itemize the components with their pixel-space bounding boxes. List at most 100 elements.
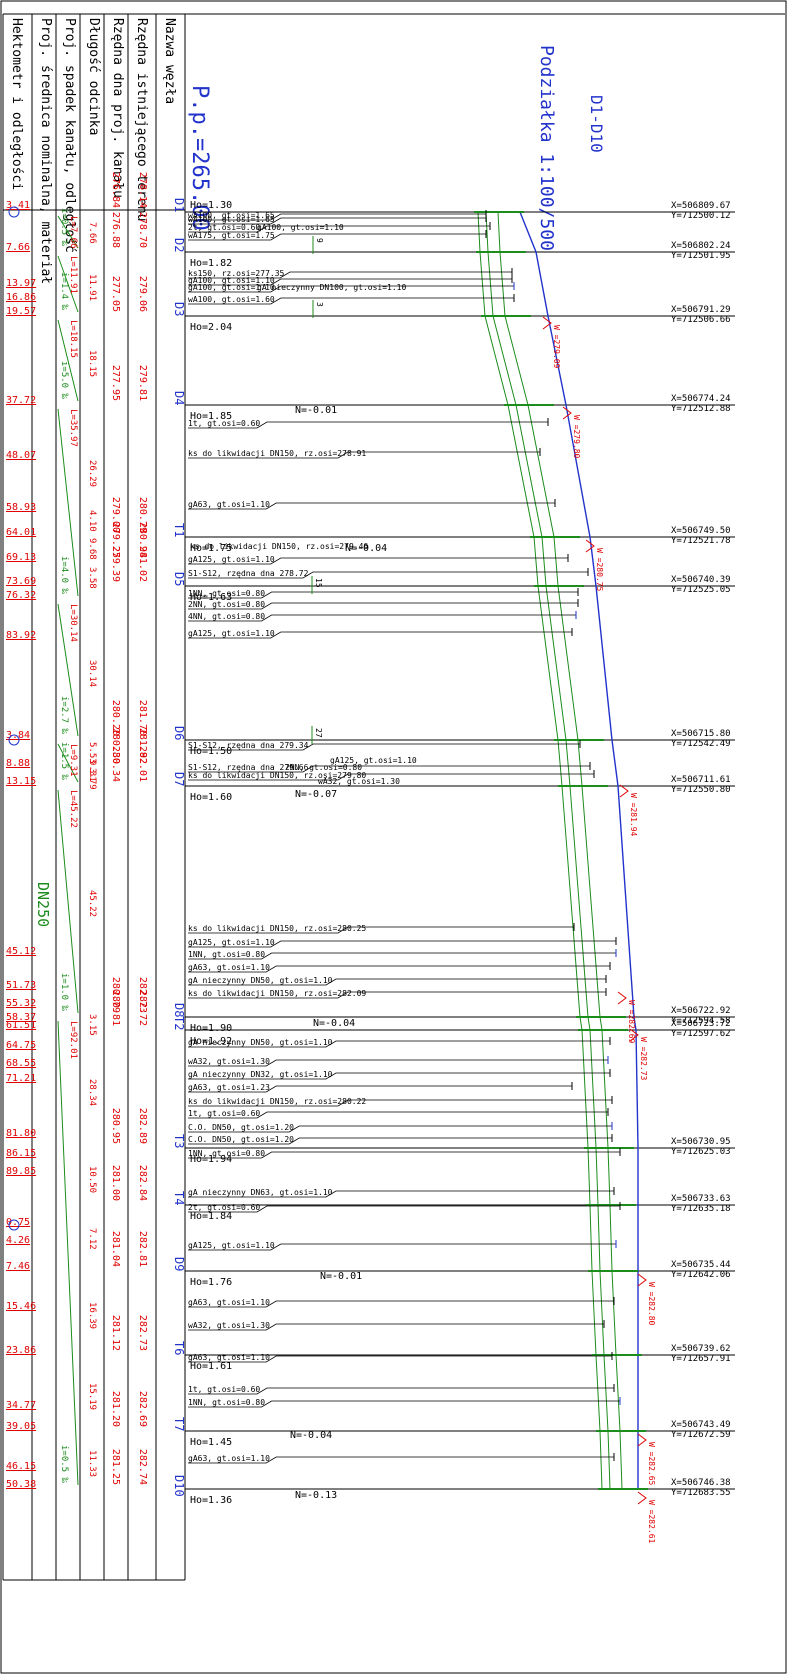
crossing-label: ks do likwidacji DN150, rz.osi=280.25	[188, 924, 366, 933]
crossing-label: 2NN, gt.osi=0.80	[188, 600, 265, 609]
coord-x: X=506730.95	[671, 1137, 731, 1147]
hektometer-value: 34.77	[6, 1400, 36, 1411]
hektometer-value: 86.15	[6, 1148, 36, 1159]
crossing-line	[188, 1137, 612, 1145]
slope-value: i=0.5 ‰	[59, 208, 69, 247]
segment-length: 10.50	[87, 1166, 97, 1193]
hektometer-value: 64.01	[6, 527, 36, 538]
coord-y: Y=712642.06	[671, 1270, 731, 1280]
segment-length: 11.91	[87, 274, 97, 301]
crossing-label: gA125, gt.osi=1.10	[330, 756, 417, 765]
segment-length: 30.14	[87, 660, 97, 687]
node-name: T7	[172, 1417, 186, 1431]
ho-label: Ho=1.61	[190, 1361, 232, 1372]
segment-length: 16.39	[87, 1302, 97, 1329]
n-mark: N=-0.13	[295, 1490, 337, 1501]
crossing-label: wA32, gt.osi=1.30	[318, 777, 400, 786]
ho-label: Ho=1.45	[190, 1437, 232, 1448]
segment-length: 3.15	[87, 1014, 97, 1036]
crossing-line	[188, 571, 588, 579]
segment-length: 7.12	[87, 1228, 97, 1250]
hektometer-value: 45.12	[6, 946, 36, 957]
dno-value: 277.05	[110, 276, 121, 312]
segment-length: 9.31	[87, 760, 97, 782]
hektometer-value: 68.55	[6, 1058, 36, 1069]
w-mark: W =282.65	[647, 1442, 656, 1486]
crossing-line	[188, 1099, 612, 1107]
coord-x: X=506739.62	[671, 1344, 731, 1354]
dno-value: 280.20	[110, 700, 121, 736]
crossing-line	[188, 614, 576, 622]
coord-y: Y=712542.49	[671, 739, 731, 749]
crossing-label: ks do likwidacji DN150, rz.osi=279.46	[190, 542, 368, 551]
dno-value: 281.00	[110, 1165, 121, 1201]
hektometer-value: 3.41	[6, 200, 30, 211]
crossing-line	[188, 451, 540, 459]
hektometer-value: 13.97	[6, 278, 36, 289]
node-name: D4	[172, 391, 186, 405]
dno-value: 276.88	[110, 212, 121, 248]
coord-y: Y=712506.66	[671, 315, 731, 325]
teren-value: 282.84	[137, 1165, 148, 1201]
hektometer-value: 51.73	[6, 980, 36, 991]
crossing-label: wA32, gt.osi=1.30	[188, 1057, 270, 1066]
crossing-label: ks do likwidacji DN150, rz.osi=279.80	[188, 771, 366, 780]
teren-value: 282.89	[137, 1108, 148, 1144]
crossing-label: 1NN, gt.osi=0.80	[188, 1398, 265, 1407]
ho-label: Ho=1.30	[190, 200, 232, 211]
dno-value: 280.30	[110, 728, 121, 764]
crossing-label: gA nieczynny DN100, gt.osi=1.10	[257, 283, 406, 292]
dno-value: 280.95	[110, 1108, 121, 1144]
crossing-line	[188, 271, 512, 279]
crossing-line	[188, 421, 548, 429]
crossing-line	[188, 602, 578, 610]
teren-value: 282.01	[137, 746, 148, 782]
crossing-label: gA63, gt.osi=1.10	[188, 963, 270, 972]
hektometer-marker	[8, 206, 20, 218]
ho-label: Ho=1.90	[190, 1023, 232, 1034]
scale-label: Podziałka 1:100/500	[536, 45, 557, 251]
ho-label: Ho=1.76	[190, 1277, 232, 1288]
w-mark: W =279.80	[572, 415, 581, 459]
crossing-line	[188, 743, 580, 751]
crossing-line	[188, 1059, 608, 1067]
teren-value: 278.14	[137, 172, 148, 208]
coord-x: X=506791.29	[671, 305, 731, 315]
crossing-line	[188, 1125, 612, 1133]
crossing-label: gA nieczynny DN50, gt.osi=1.10	[188, 976, 333, 985]
diameter-label: DN250	[34, 882, 52, 927]
n-mark: N=-0.04	[313, 1018, 355, 1029]
crossing-line	[188, 217, 486, 225]
hektometer-value: 61.51	[6, 1020, 36, 1031]
crossing-label: wA100, gt.osi=1.65	[188, 211, 275, 220]
node-name: T3	[172, 1134, 186, 1148]
crossing-line	[188, 278, 512, 286]
coord-x: X=506809.67	[671, 201, 731, 211]
crossing-line	[188, 1111, 608, 1119]
crossing-label: gA125, gt.osi=1.10	[188, 938, 275, 947]
terrain-line	[519, 211, 639, 1489]
hektometer-value: 76.32	[6, 590, 36, 601]
hektometer-value: 69.13	[6, 552, 36, 563]
header-label: Hektometr i odległości	[9, 18, 24, 190]
n-mark: N=-0.04	[345, 543, 387, 554]
slope-line	[57, 743, 79, 783]
misc-marks: N=-0.01N=-0.04N=-0.07N=-0.04N=-0.01N=-0.…	[8, 206, 656, 1544]
dno-value: 281.12	[110, 1315, 121, 1351]
segment-length: 28.34	[87, 1079, 97, 1106]
crossing-label: gA nieczynny DN32, gt.osi=1.10	[188, 1070, 333, 1079]
table-grid	[2, 13, 785, 1581]
profile-lines	[474, 211, 648, 1490]
coord-x: X=506749.50	[671, 526, 731, 536]
crossing-line	[188, 502, 555, 510]
dno-value: 280.81	[110, 990, 121, 1026]
coord-x: X=506715.80	[671, 729, 731, 739]
coord-x: X=506722.92	[671, 1006, 731, 1016]
n-mark: N=-0.01	[295, 405, 337, 416]
crossing-line	[188, 1085, 572, 1093]
dno-value: 276.84	[110, 172, 121, 208]
coord-x: X=506723.72	[671, 1019, 731, 1029]
crossing-label: 1NN, gt.osi=0.80	[188, 1149, 265, 1158]
node-name: D2	[172, 238, 186, 252]
